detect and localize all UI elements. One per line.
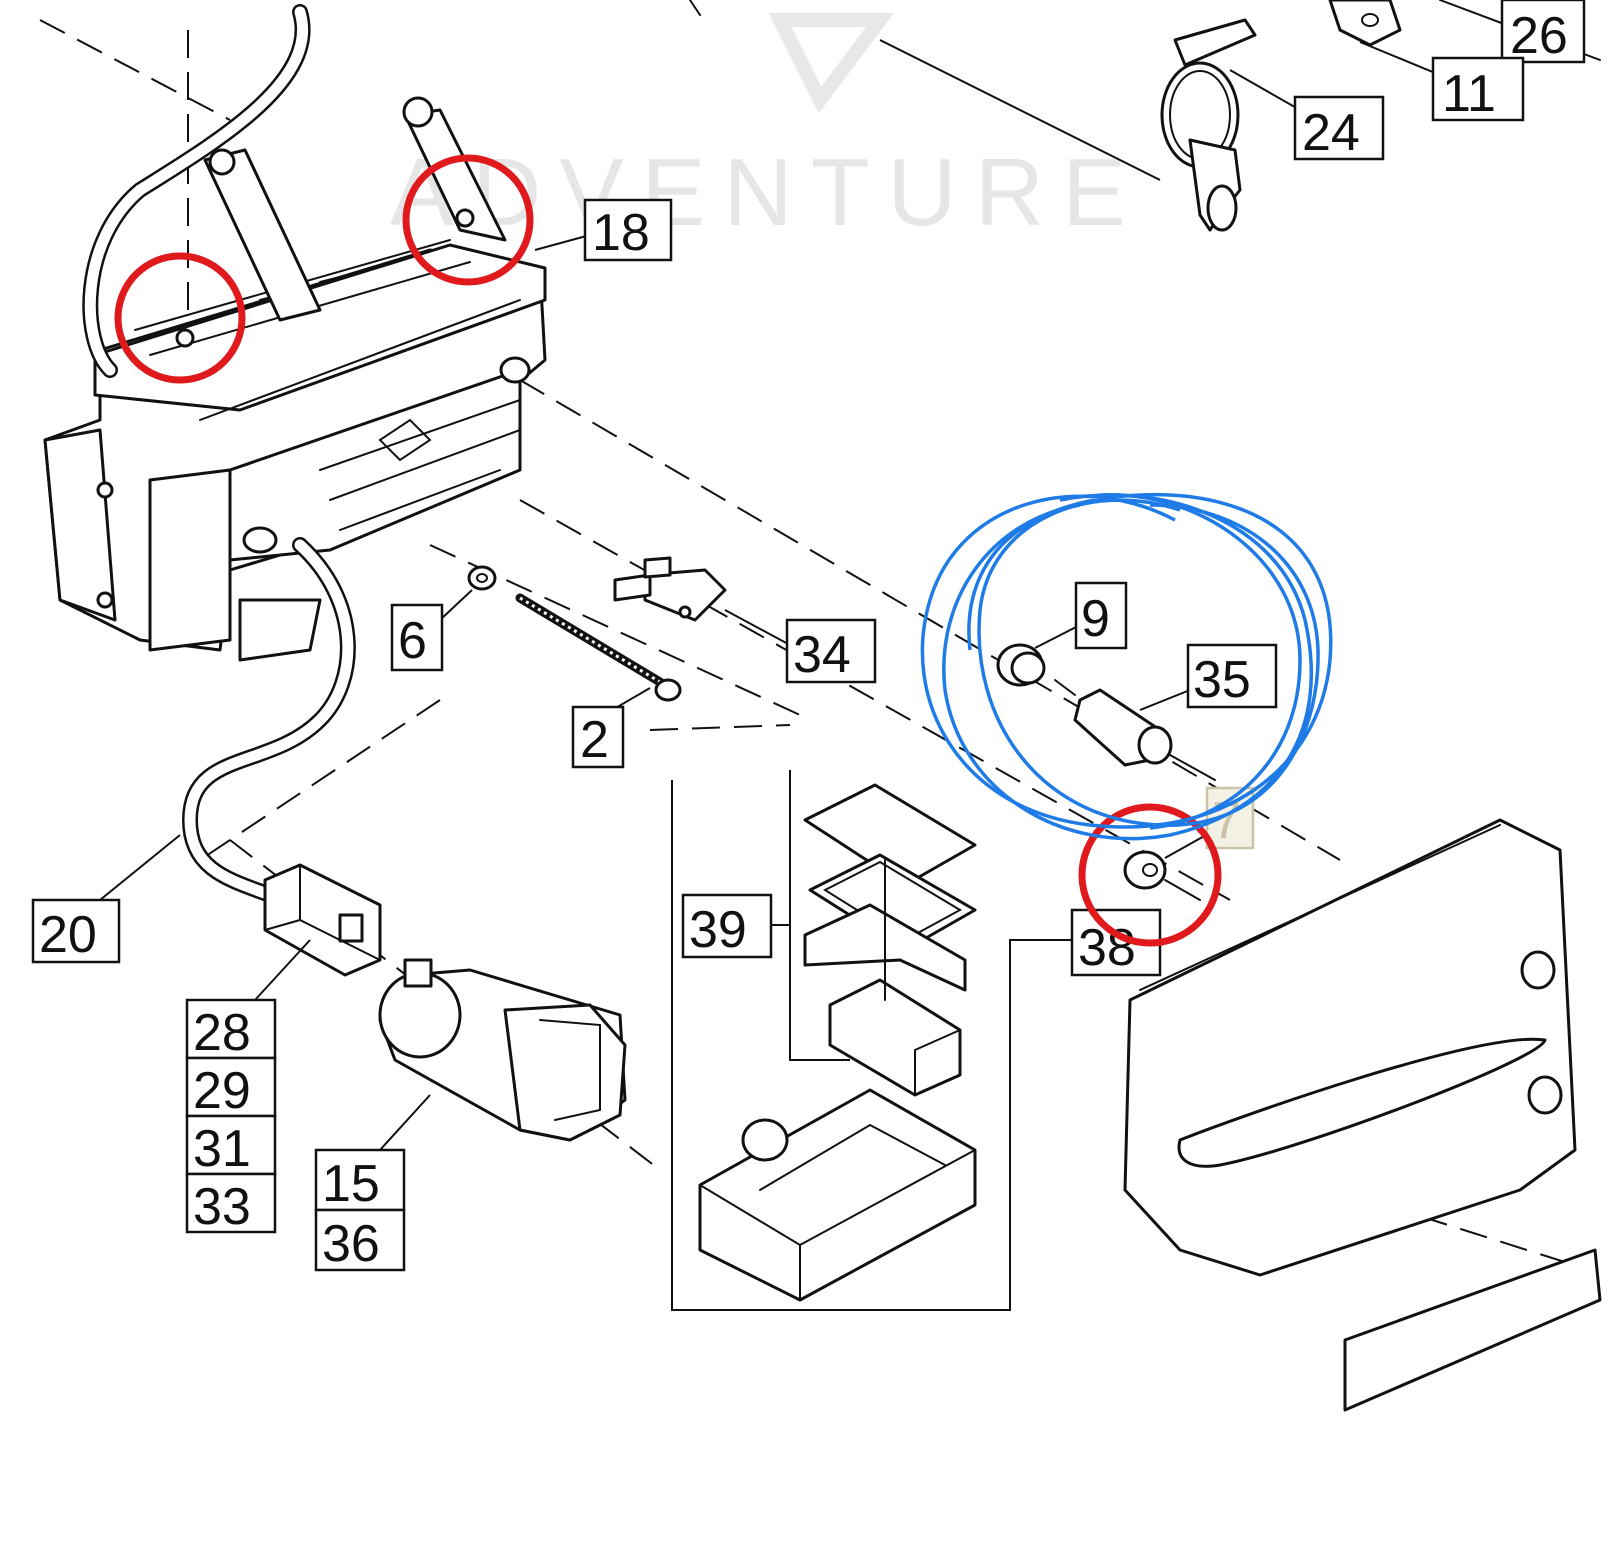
washer-part [467,565,497,591]
callout-31: 31 [185,1114,277,1178]
svg-text:31: 31 [193,1120,251,1178]
callout-18: 18 [583,198,673,262]
arrow-mark [689,0,701,16]
svg-text:6: 6 [398,612,427,670]
red-highlight-annotations [114,154,1222,947]
callout-24: 24 [1293,95,1385,162]
callout-9: 9 [1074,581,1128,650]
svg-text:9: 9 [1081,590,1110,648]
svg-text:2: 2 [580,711,609,769]
cable-part [82,4,356,903]
svg-text:26: 26 [1510,7,1568,65]
key-part [1160,18,1257,232]
bracket-housing-part [43,96,547,662]
callout-36: 36 [314,1208,406,1273]
callout-11: 11 [1431,56,1525,123]
watermark: ADVENTURE [390,13,1144,246]
callout-6: 6 [390,603,444,672]
screw-part [515,593,682,702]
spacer-part [1054,679,1216,781]
callout-labels: 26 11 24 18 6 2 34 9 [31,0,1586,1273]
callout-39: 39 [681,893,773,959]
callout-35: 35 [1186,643,1278,709]
callout-leaders [99,41,1441,1151]
callout-20: 20 [31,898,121,964]
red-circle-right-mount [402,154,534,286]
callout-15: 15 [314,1148,406,1213]
socket-part [378,958,627,1142]
red-circle-nut [1078,803,1222,947]
callout-29: 29 [185,1056,277,1120]
callout-33: 33 [185,1172,277,1236]
callout-2: 2 [571,705,625,769]
blue-scribble-annotation [920,492,1333,841]
svg-text:20: 20 [39,906,97,964]
svg-text:39: 39 [689,901,747,959]
svg-text:35: 35 [1193,651,1251,709]
svg-text:34: 34 [793,626,851,684]
svg-text:18: 18 [592,204,650,262]
red-circle-left-mount [114,252,246,384]
svg-text:33: 33 [193,1178,251,1236]
cover-housing-part [1123,818,1602,1412]
fuse-box-part [698,783,977,1302]
svg-text:11: 11 [1442,65,1496,123]
svg-text:28: 28 [193,1004,251,1062]
callout-28: 28 [185,998,277,1062]
svg-text:36: 36 [322,1215,380,1273]
svg-text:29: 29 [193,1062,251,1120]
fuse-part [613,556,727,622]
callout-26: 26 [1500,0,1586,65]
svg-text:24: 24 [1302,104,1360,162]
svg-text:15: 15 [322,1155,380,1213]
grommet-part [996,643,1046,687]
watermark-text: ADVENTURE [390,139,1144,246]
callout-34: 34 [785,618,877,684]
connector-part [263,863,382,977]
nut-part [1123,850,1201,901]
